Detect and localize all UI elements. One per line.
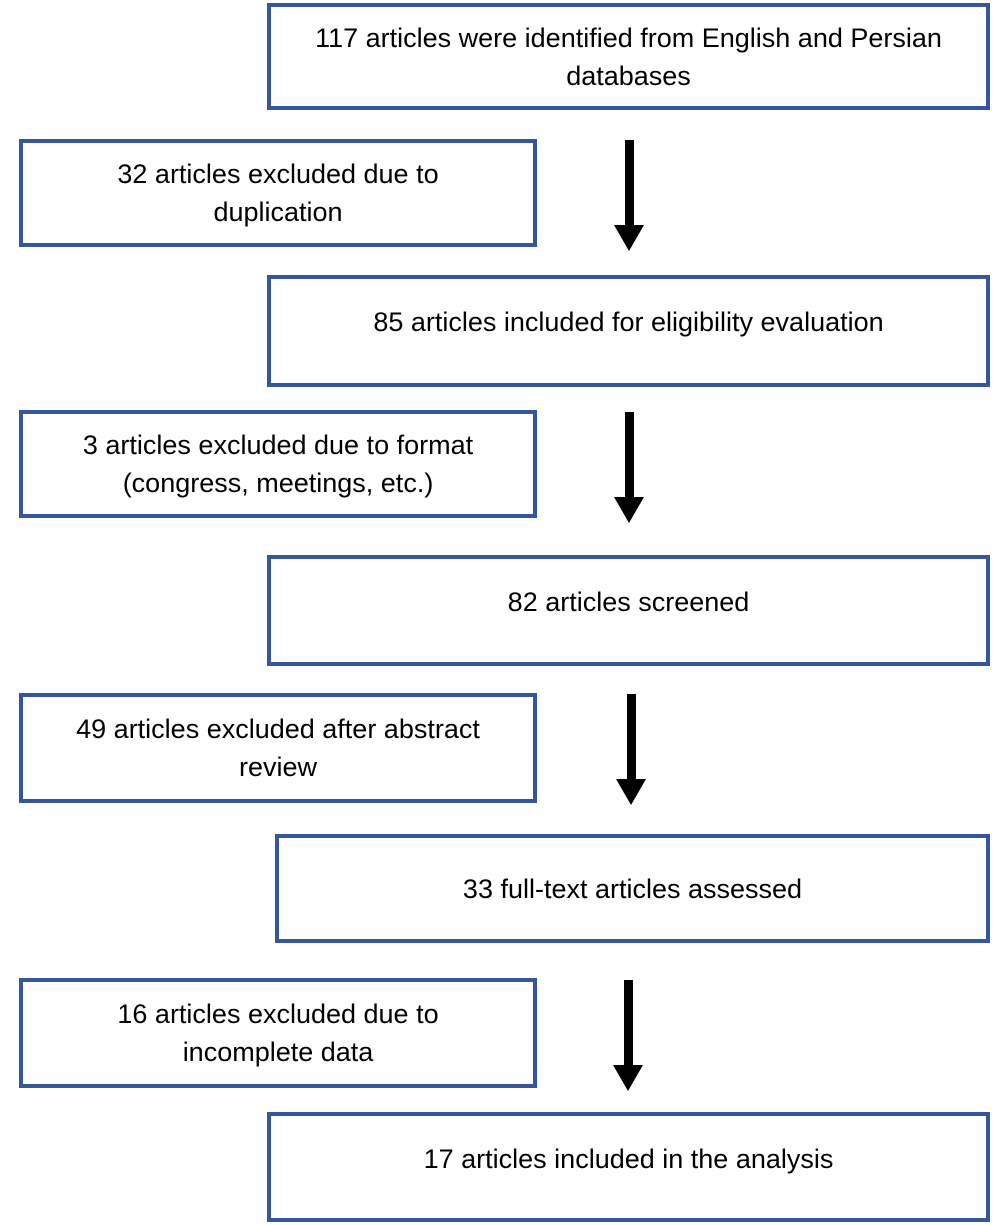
flow-box-label: 33 full-text articles assessed bbox=[462, 873, 803, 904]
arrow-head bbox=[616, 779, 646, 805]
arrow-shaft bbox=[626, 694, 636, 779]
arrow-shaft bbox=[623, 980, 633, 1065]
exclusion-box-label: 49 articles excluded after abstract revi… bbox=[76, 714, 480, 782]
exclusion-box-label: 16 articles excluded due to incomplete d… bbox=[117, 999, 439, 1067]
arrow-head bbox=[614, 225, 644, 251]
down-arrow-icon bbox=[616, 694, 646, 805]
arrow-shaft bbox=[624, 140, 634, 225]
flow-box-label: 82 articles screened bbox=[507, 586, 750, 617]
exclusion-box-abstract-review: 49 articles excluded after abstract revi… bbox=[19, 693, 537, 803]
flow-box-label: 17 articles included in the analysis bbox=[423, 1144, 834, 1174]
down-arrow-icon bbox=[614, 412, 644, 523]
arrow-shaft bbox=[624, 412, 634, 497]
arrow-head bbox=[614, 497, 644, 523]
down-arrow-icon bbox=[613, 980, 643, 1091]
exclusion-box-format: 3 articles excluded due to format (congr… bbox=[19, 410, 537, 518]
flow-box-label: 85 articles included for eligibility eva… bbox=[373, 307, 884, 337]
exclusion-box-label: 32 articles excluded due to duplication bbox=[117, 159, 439, 227]
flow-box-identified: 117 articles were identified from Englis… bbox=[267, 3, 990, 110]
flow-box-screened: 82 articles screened bbox=[267, 555, 990, 666]
flow-box-included: 17 articles included in the analysis bbox=[267, 1112, 990, 1222]
exclusion-box-incomplete-data: 16 articles excluded due to incomplete d… bbox=[19, 978, 537, 1088]
flow-box-eligibility: 85 articles included for eligibility eva… bbox=[267, 275, 990, 387]
arrow-head bbox=[613, 1065, 643, 1091]
flow-box-fulltext-assessed: 33 full-text articles assessed bbox=[275, 834, 990, 943]
down-arrow-icon bbox=[614, 140, 644, 251]
flow-box-label: 117 articles were identified from Englis… bbox=[315, 22, 942, 91]
exclusion-box-duplication: 32 articles excluded due to duplication bbox=[19, 139, 537, 247]
exclusion-box-label: 3 articles excluded due to format (congr… bbox=[82, 430, 474, 498]
